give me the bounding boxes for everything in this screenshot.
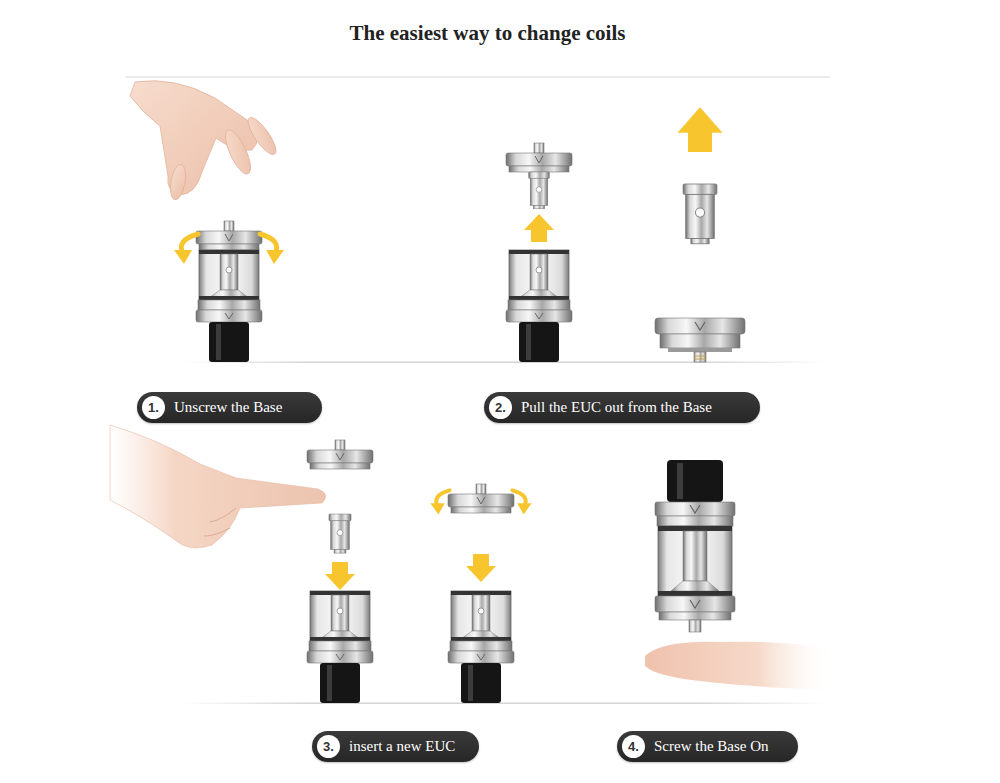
step-pill: insert a new EUC 3. bbox=[312, 731, 479, 762]
tank-base bbox=[196, 221, 262, 250]
step-pill: Pull the EUC out from the Base 2. bbox=[484, 392, 760, 423]
step-number: 3. bbox=[323, 739, 334, 754]
step-number-badge: 3. bbox=[317, 735, 340, 758]
diagram-title: The easiest way to change coils bbox=[0, 21, 975, 46]
step-label: Pull the EUC out from the Base bbox=[521, 399, 712, 416]
direction-arrow bbox=[466, 554, 496, 582]
coil-head bbox=[529, 172, 550, 209]
tank-base bbox=[448, 484, 514, 513]
hand bbox=[110, 425, 326, 548]
hand bbox=[130, 81, 280, 201]
ground-line bbox=[180, 703, 830, 705]
title-rule bbox=[125, 77, 830, 78]
assembled-tank bbox=[655, 460, 735, 632]
step-label: Screw the Base On bbox=[654, 738, 769, 755]
step-label: Unscrew the Base bbox=[174, 399, 282, 416]
step-number: 4. bbox=[628, 739, 639, 754]
step-pill: Unscrew the Base 1. bbox=[137, 392, 322, 423]
step-number: 2. bbox=[495, 400, 506, 415]
tank-body bbox=[506, 250, 572, 362]
rotate-arrow bbox=[174, 234, 198, 264]
coil-head bbox=[683, 184, 717, 244]
step-number-badge: 1. bbox=[142, 396, 165, 419]
hand bbox=[645, 642, 835, 690]
tank-body bbox=[448, 591, 514, 703]
tank-body bbox=[307, 591, 373, 703]
tank-body bbox=[196, 250, 262, 362]
coil-head bbox=[329, 514, 351, 553]
direction-arrow bbox=[678, 107, 723, 152]
step-number-badge: 4. bbox=[622, 735, 645, 758]
rotate-arrow bbox=[512, 490, 531, 514]
direction-arrow bbox=[325, 562, 355, 590]
direction-arrow bbox=[524, 214, 554, 242]
step-number-badge: 2. bbox=[489, 396, 512, 419]
ground-line bbox=[180, 362, 830, 364]
tank-base bbox=[307, 440, 373, 469]
tank-base bbox=[506, 143, 572, 172]
step-pill: Screw the Base On 4. bbox=[617, 731, 798, 762]
step-label: insert a new EUC bbox=[349, 738, 455, 755]
rotate-arrow bbox=[430, 490, 449, 514]
step-number: 1. bbox=[148, 400, 159, 415]
rotate-arrow bbox=[260, 234, 284, 264]
tank-base bbox=[655, 318, 745, 362]
